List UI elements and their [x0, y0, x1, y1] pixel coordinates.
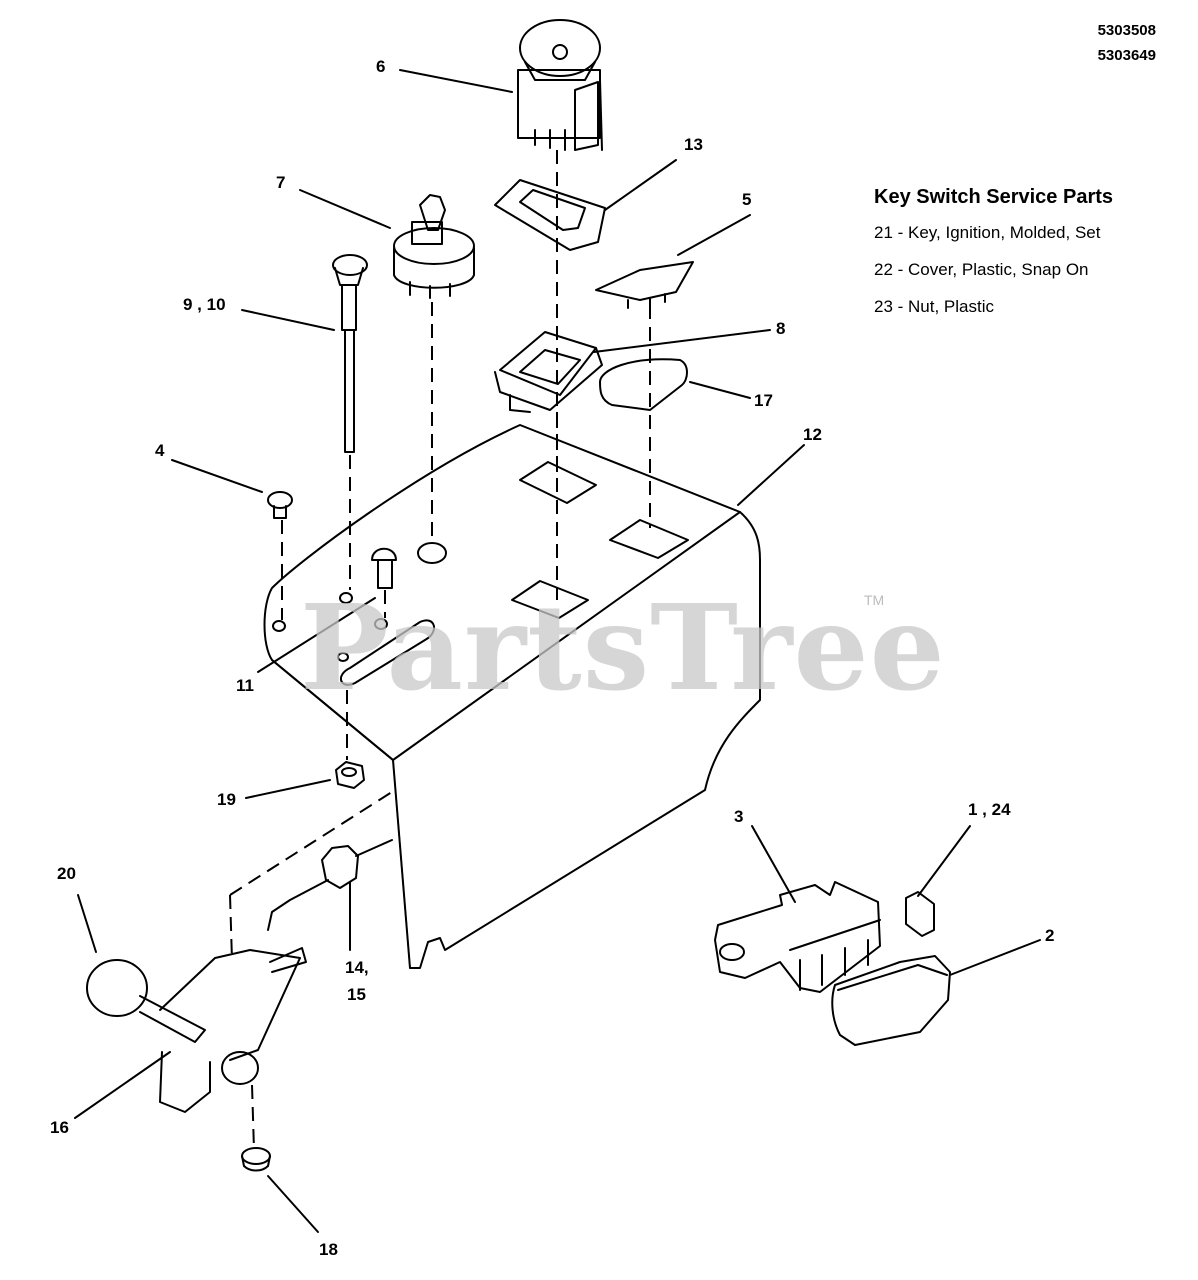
callout-9-10[interactable]: 9 , 10: [183, 295, 226, 314]
service-parts-title: Key Switch Service Parts: [874, 186, 1114, 208]
callout-11[interactable]: 11: [236, 676, 254, 695]
callout-5[interactable]: 5: [742, 190, 752, 209]
document-id-1: 5303508: [1097, 22, 1156, 39]
nut-19: [335, 761, 365, 789]
switch-14-15: [267, 839, 393, 931]
bolt-11: [371, 547, 397, 589]
callout-16[interactable]: 16: [50, 1118, 69, 1137]
cover-5: [595, 261, 694, 309]
callout-8[interactable]: 8: [776, 319, 786, 338]
service-parts-panel: Key Switch Service Parts 21 - Key, Ignit…: [874, 186, 1113, 334]
shift-lever-16-20: [86, 947, 307, 1113]
callout-7[interactable]: 7: [276, 173, 286, 192]
callout-2[interactable]: 2: [1045, 926, 1055, 945]
callout-12[interactable]: 12: [803, 425, 822, 444]
ignition-switch-7: [393, 194, 475, 299]
callout-3[interactable]: 3: [734, 807, 744, 826]
callout-19[interactable]: 19: [217, 790, 236, 809]
service-part-item: 22 - Cover, Plastic, Snap On: [874, 260, 1089, 279]
watermark: PartsTree: [300, 578, 946, 717]
callout-15[interactable]: 15: [347, 985, 366, 1004]
cover-2: [831, 955, 951, 1046]
bolt-4: [267, 491, 293, 519]
fuse-1-24: [905, 891, 935, 937]
pto-switch: [517, 19, 603, 151]
callout-6[interactable]: 6: [376, 57, 386, 76]
control-panel-plate: [263, 424, 761, 969]
callout-18[interactable]: 18: [319, 1240, 338, 1259]
callout-4[interactable]: 4: [155, 441, 165, 460]
callout-1-24[interactable]: 1 , 24: [968, 800, 1011, 819]
document-id-2: 5303649: [1097, 47, 1156, 64]
bezel-13: [494, 179, 606, 251]
grommet-18: [241, 1147, 271, 1172]
connector-3: [714, 881, 881, 993]
switch-housing-8: [494, 331, 603, 413]
watermark-trademark: TM: [864, 592, 885, 608]
pad-17: [599, 358, 688, 411]
service-part-item: 23 - Nut, Plastic: [874, 297, 994, 316]
service-part-item: 21 - Key, Ignition, Molded, Set: [874, 223, 1101, 242]
callout-14[interactable]: 14,: [345, 958, 369, 977]
choke-cable-9-10: [332, 254, 368, 453]
callout-17[interactable]: 17: [754, 391, 773, 410]
callout-20[interactable]: 20: [57, 864, 76, 883]
callout-13[interactable]: 13: [684, 135, 703, 154]
